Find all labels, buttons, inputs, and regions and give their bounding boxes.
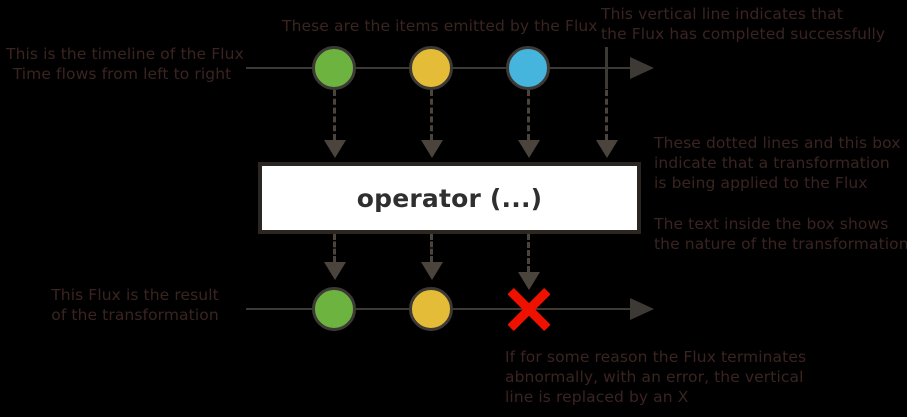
dashed-connector-error-out — [527, 234, 530, 272]
dashed-arrowhead-yellow-out — [421, 262, 443, 280]
annotation-items-emitted: These are the items emitted by the Flux — [282, 17, 598, 35]
operator-box[interactable]: operator (...) — [258, 162, 641, 234]
source-marble-green — [312, 46, 356, 90]
dashed-connector-blue-in — [527, 90, 530, 140]
operator-label: operator (...) — [356, 183, 543, 213]
dashed-arrowhead-blue-in — [518, 140, 540, 158]
error-x-icon — [506, 286, 552, 332]
dashed-connector-green-out — [333, 234, 336, 262]
annotation-completion: This vertical line indicates that the Fl… — [601, 5, 886, 43]
result-marble-yellow — [409, 287, 453, 331]
dashed-arrowhead-error-out — [518, 272, 540, 290]
dashed-arrowhead-yellow-in — [421, 140, 443, 158]
dashed-connector-green-in — [333, 90, 336, 140]
source-marble-blue — [506, 46, 550, 90]
dashed-arrowhead-green-in — [324, 140, 346, 158]
dashed-connector-yellow-out — [430, 234, 433, 262]
completion-line — [605, 47, 608, 89]
source-marble-yellow — [409, 46, 453, 90]
annotation-box-text-note: The text inside the box shows the nature… — [654, 215, 907, 253]
dashed-arrowhead-green-out — [324, 262, 346, 280]
result-marble-green — [312, 287, 356, 331]
dashed-connector-yellow-in — [430, 90, 433, 140]
annotation-source-timeline: This is the timeline of the Flux Time fl… — [6, 45, 244, 83]
source-timeline-arrowhead — [630, 57, 654, 79]
dashed-connector-completion-in — [605, 90, 608, 140]
result-timeline-arrowhead — [630, 298, 654, 320]
annotation-result-timeline: This Flux is the result of the transform… — [51, 286, 219, 324]
dashed-arrowhead-completion-in — [596, 140, 618, 158]
annotation-error-note: If for some reason the Flux terminates a… — [505, 348, 807, 406]
annotation-transformation: These dotted lines and this box indicate… — [654, 134, 901, 192]
